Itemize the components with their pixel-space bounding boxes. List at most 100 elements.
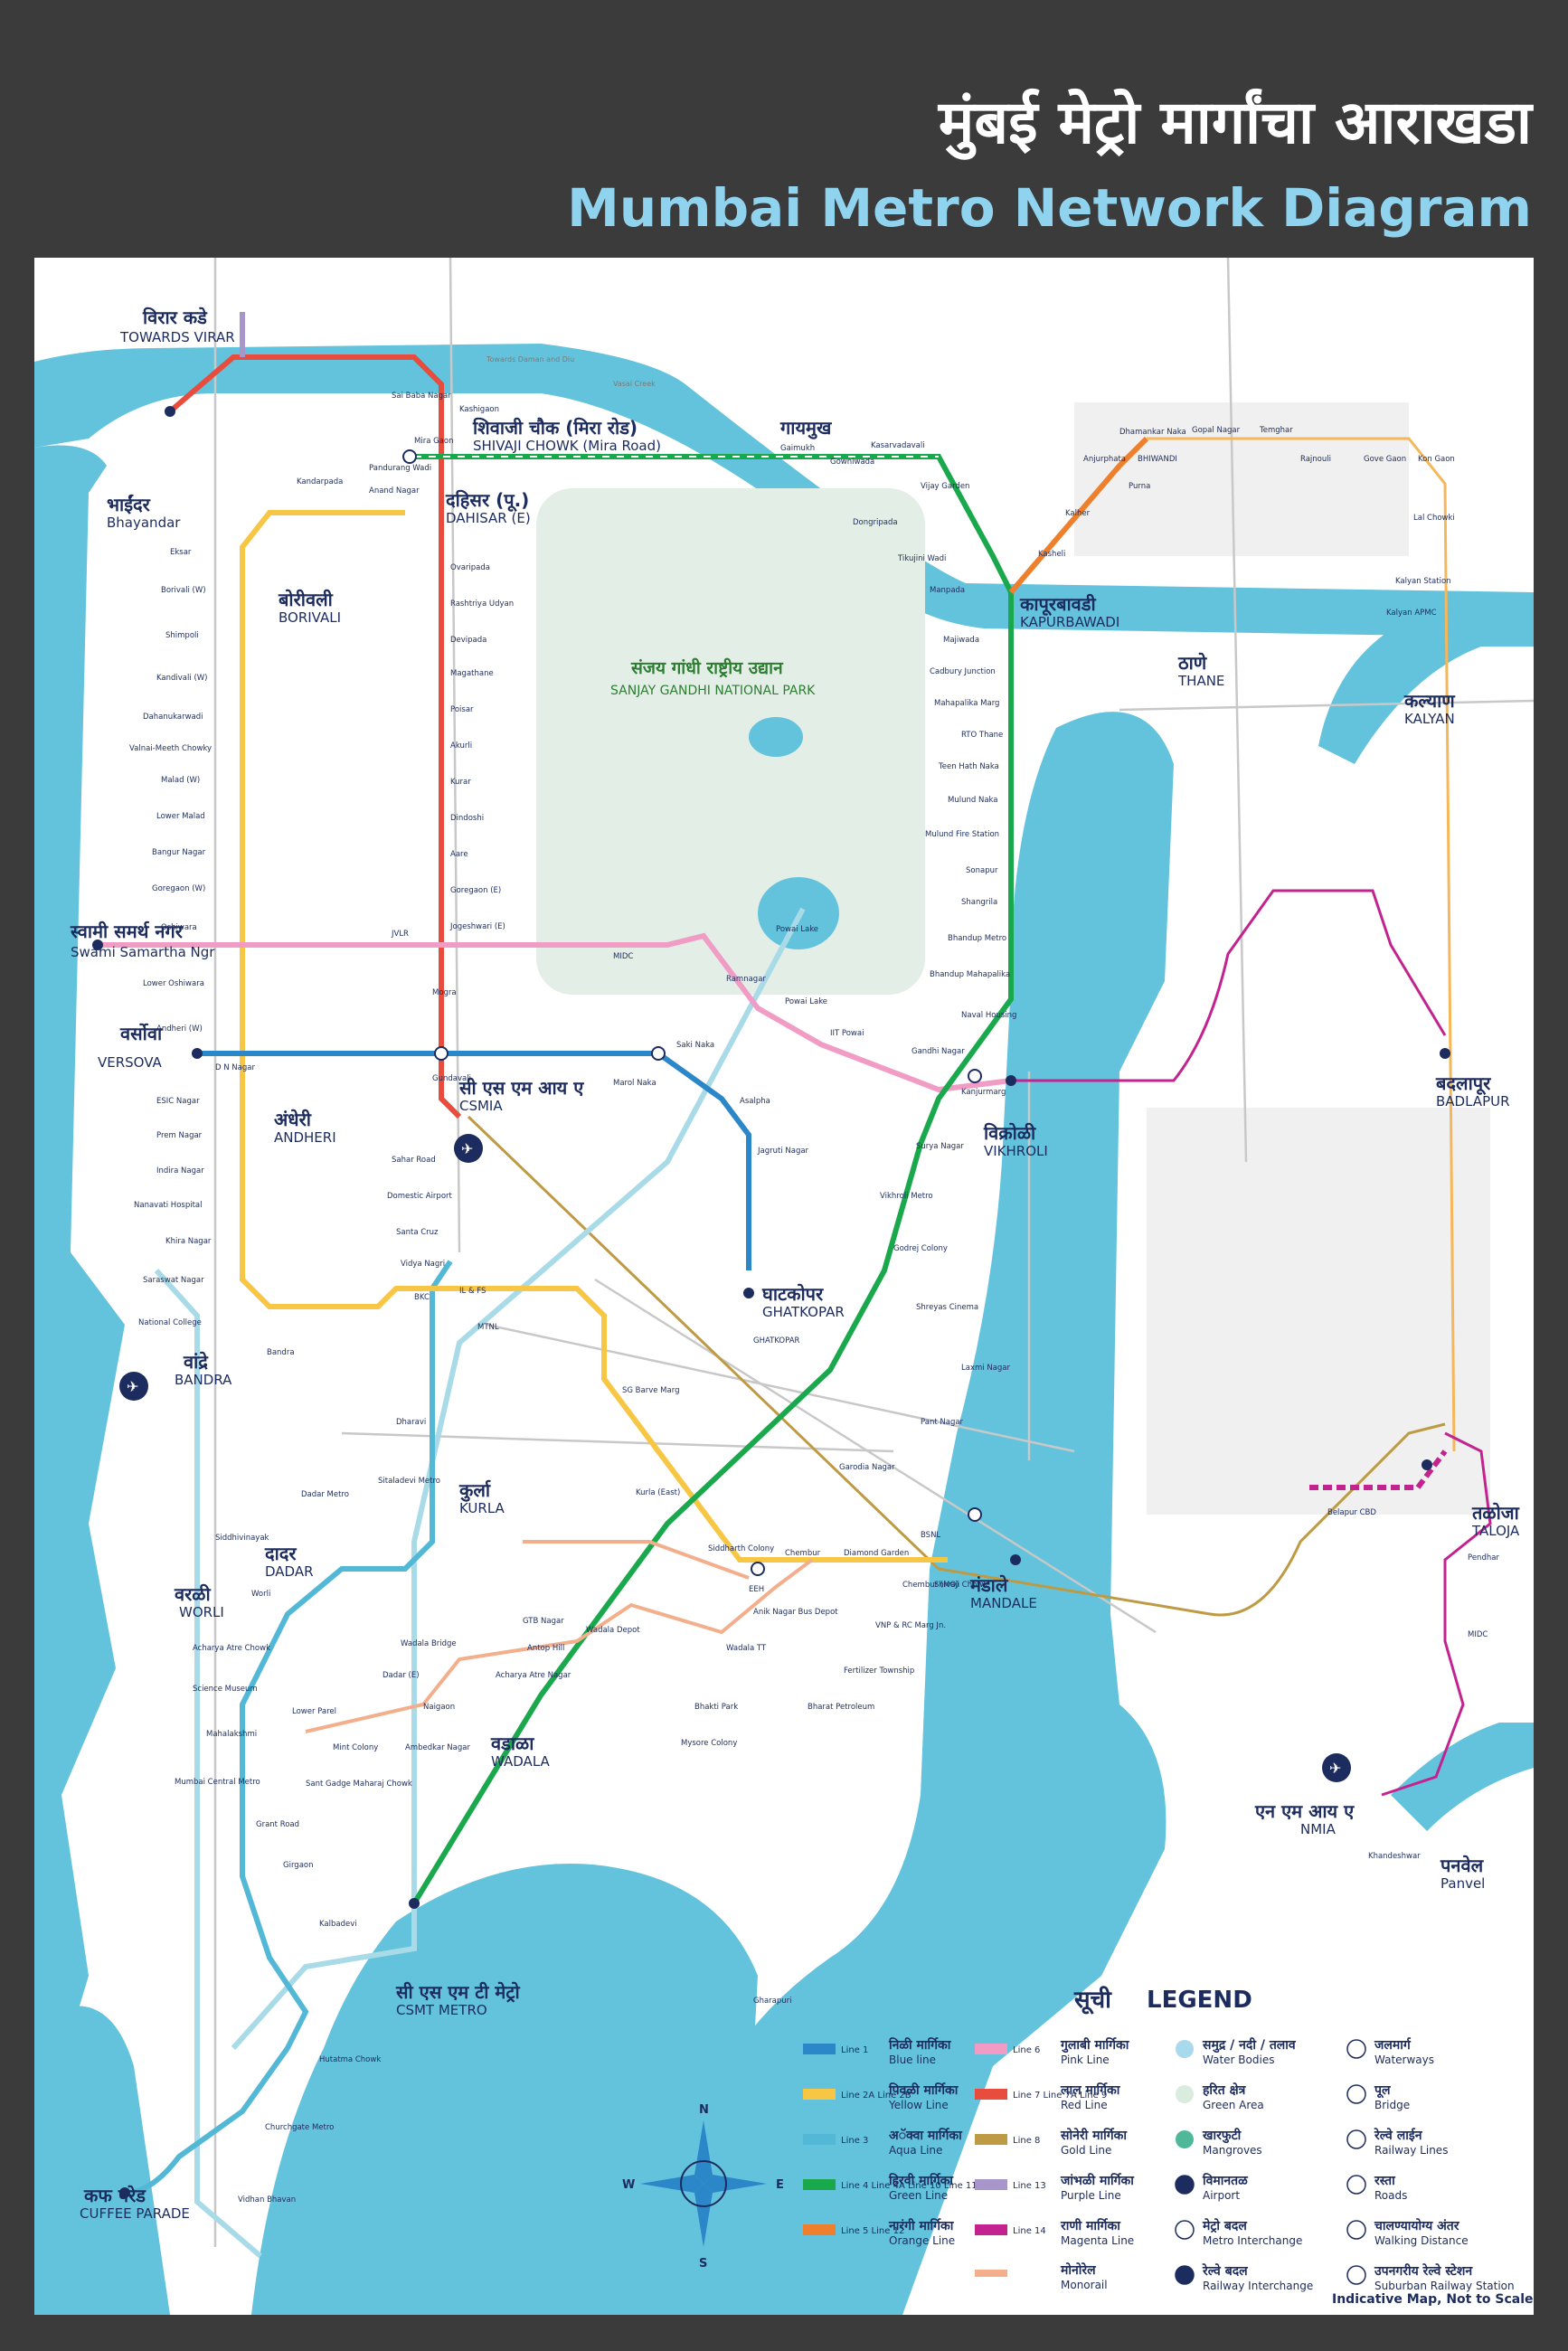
station-malad-w: Malad (W) [161,776,200,785]
station-mint: Mint Colony [333,1743,378,1752]
station-ambedkar: Ambedkar Nagar [405,1743,470,1752]
legend-line-en: Gold Line [1061,2144,1111,2157]
legend-swatch [975,2044,1007,2054]
legend-swatch-monorail [975,2270,1007,2277]
station-sg-barve: SG Barve Marg [622,1386,679,1395]
station-teen-hath: Teen Hath Naka [938,762,999,771]
legend-line-en: Yellow Line [888,2099,949,2111]
legend-symbol-mr: हरित क्षेत्र [1202,2082,1247,2098]
station-wadala-tt: Wadala TT [726,1644,767,1653]
legend-line-en: Orange Line [889,2234,955,2247]
vikhroli-label-mr: विक्रोळी [983,1122,1036,1144]
andheri-label-mr: अंधेरी [274,1109,312,1130]
legend-line-en: Pink Line [1061,2054,1110,2066]
svg-text:✈: ✈ [461,1140,473,1157]
kalyan-label-en: KALYAN [1404,711,1455,727]
svg-text:S: S [699,2257,707,2271]
legend-line-en: Blue line [889,2054,936,2066]
station-mahapalika: Mahapalika Marg [934,699,999,708]
station-bangur: Bangur Nagar [152,848,206,857]
station-rashtriya: Rashtriya Udyan [450,600,514,609]
legend-symbol-mr: पूल [1374,2083,1391,2099]
legend-symbol-mr: रस्ता [1374,2174,1396,2188]
legend-symbol-icon [1346,2265,1366,2285]
bhiwandi-label: BHIWANDI [1138,455,1177,464]
station-sai-baba: Sai Baba Nagar [392,392,451,401]
station-bhandup-metro: Bhandup Metro [948,934,1006,943]
station-midc: MIDC [613,952,633,961]
ghatkopar-label-mr: घाटकोपर [761,1283,824,1305]
station-ghatkopar: GHATKOPAR [753,1336,800,1345]
station-tikujini: Tikujini Wadi [897,554,946,563]
station-kanjurmarg: Kanjurmarg [961,1088,1006,1097]
svg-text:✈: ✈ [127,1378,138,1395]
station-girgaon: Girgaon [283,1861,314,1870]
panvel-label-en: Panvel [1440,1875,1485,1892]
legend-line-code: Line 8 [1013,2136,1040,2146]
station-anik: Anik Nagar Bus Depot [753,1608,838,1617]
station-gopal: Gopal Nagar [1192,426,1241,435]
station-pant: Pant Nagar [921,1418,964,1427]
station-acharya-atre: Acharya Atre Chowk [193,1644,270,1653]
station-shangrila: Shangrila [961,898,997,907]
swami-samarth-label-en: Swami Samartha Ngr [71,944,215,960]
station-diamond: Diamond Garden [844,1549,909,1558]
legend-symbol-icon [1346,2220,1366,2240]
station-santacruz: Santa Cruz [396,1228,439,1237]
station-national-college: National College [138,1318,202,1327]
station-sitaladevi: Sitaladevi Metro [378,1477,440,1486]
station-oshiwara: Oshiwara [161,923,197,932]
legend-line-mr: हिरवी मार्गिका [888,2173,954,2188]
station-gtb: GTB Nagar [523,1617,564,1626]
legend-symbol-mr: मेट्रो बदल [1202,2218,1247,2233]
station-aarey: Aare [450,850,468,859]
station-eksar: Eksar [170,548,192,557]
andheri-label-en: ANDHERI [274,1129,336,1146]
legend-swatch [975,2134,1007,2145]
legend-line-en: Magenta Line [1061,2234,1134,2247]
airport-nmia-icon: ✈ [1322,1753,1351,1782]
legend-line-code: Line 6 [1013,2045,1040,2055]
virar-label-mr: विरार कडे [142,307,208,328]
legend-symbol-en: Roads [1374,2189,1407,2202]
line-3-light-path [154,907,806,2259]
legend-symbol-en: Suburban Railway Station [1374,2280,1515,2292]
station-lower-parel: Lower Parel [292,1707,336,1716]
line-2-path [240,510,948,1563]
line-6-path [98,932,1012,1093]
legend-symbol-mr: समुद्र / नदी / तलाव [1202,2037,1297,2054]
station-kalher: Kalher [1065,509,1091,518]
station-dongripada: Dongripada [853,518,898,527]
station-acharya-atre-nagar: Acharya Atre Nagar [496,1671,571,1680]
station-akurli: Akurli [450,741,472,751]
station-science-museum: Science Museum [193,1685,258,1694]
station-ovaripada: Ovaripada [450,563,490,572]
station-ilfs: IL & FS [459,1287,486,1296]
station-lower-oshiwara: Lower Oshiwara [143,979,204,988]
station-saraswat: Saraswat Nagar [143,1276,204,1285]
scale-note: Indicative Map, Not to Scale [1332,2292,1534,2307]
svg-text:E: E [776,2178,784,2192]
compass-icon: N S W E [622,2103,784,2271]
station-vidhan: Vidhan Bhavan [238,2195,296,2205]
station-nanavati: Nanavati Hospital [134,1201,202,1210]
map-canvas: विरार कडे TOWARDS VIRAR भाईंदर Bhayandar… [34,258,1534,2315]
station-temghar: Temghar [1259,426,1293,435]
panvel-label-mr: पनवेल [1440,1855,1485,1876]
station-pandurang: Pandurang Wadi [369,464,431,473]
svg-text:✈: ✈ [1329,1760,1341,1777]
station-naigaon: Naigaon [423,1703,455,1712]
station-lower-malad: Lower Malad [156,812,205,821]
header: मुंबई मेट्रो मार्गांचा आराखडा Mumbai Met… [0,0,1568,258]
station-anjurphata: Anjurphata [1083,455,1126,464]
station-antop: Antop Hill [527,1644,564,1653]
station-dhamankar: Dhamankar Naka [1119,428,1186,437]
station-dahanukarwadi: Dahanukarwadi [143,713,203,722]
station-laxmi: Laxmi Nagar [961,1364,1010,1373]
versova-label-mr: वर्सोवा [119,1023,163,1044]
station-pendhar: Pendhar [1468,1553,1499,1563]
station-mulund-naka: Mulund Naka [948,796,998,805]
legend-line-mr: अॅक्वा मार्गिका [889,2128,963,2143]
mandale-label-mr: मंडाले [969,1574,1009,1596]
